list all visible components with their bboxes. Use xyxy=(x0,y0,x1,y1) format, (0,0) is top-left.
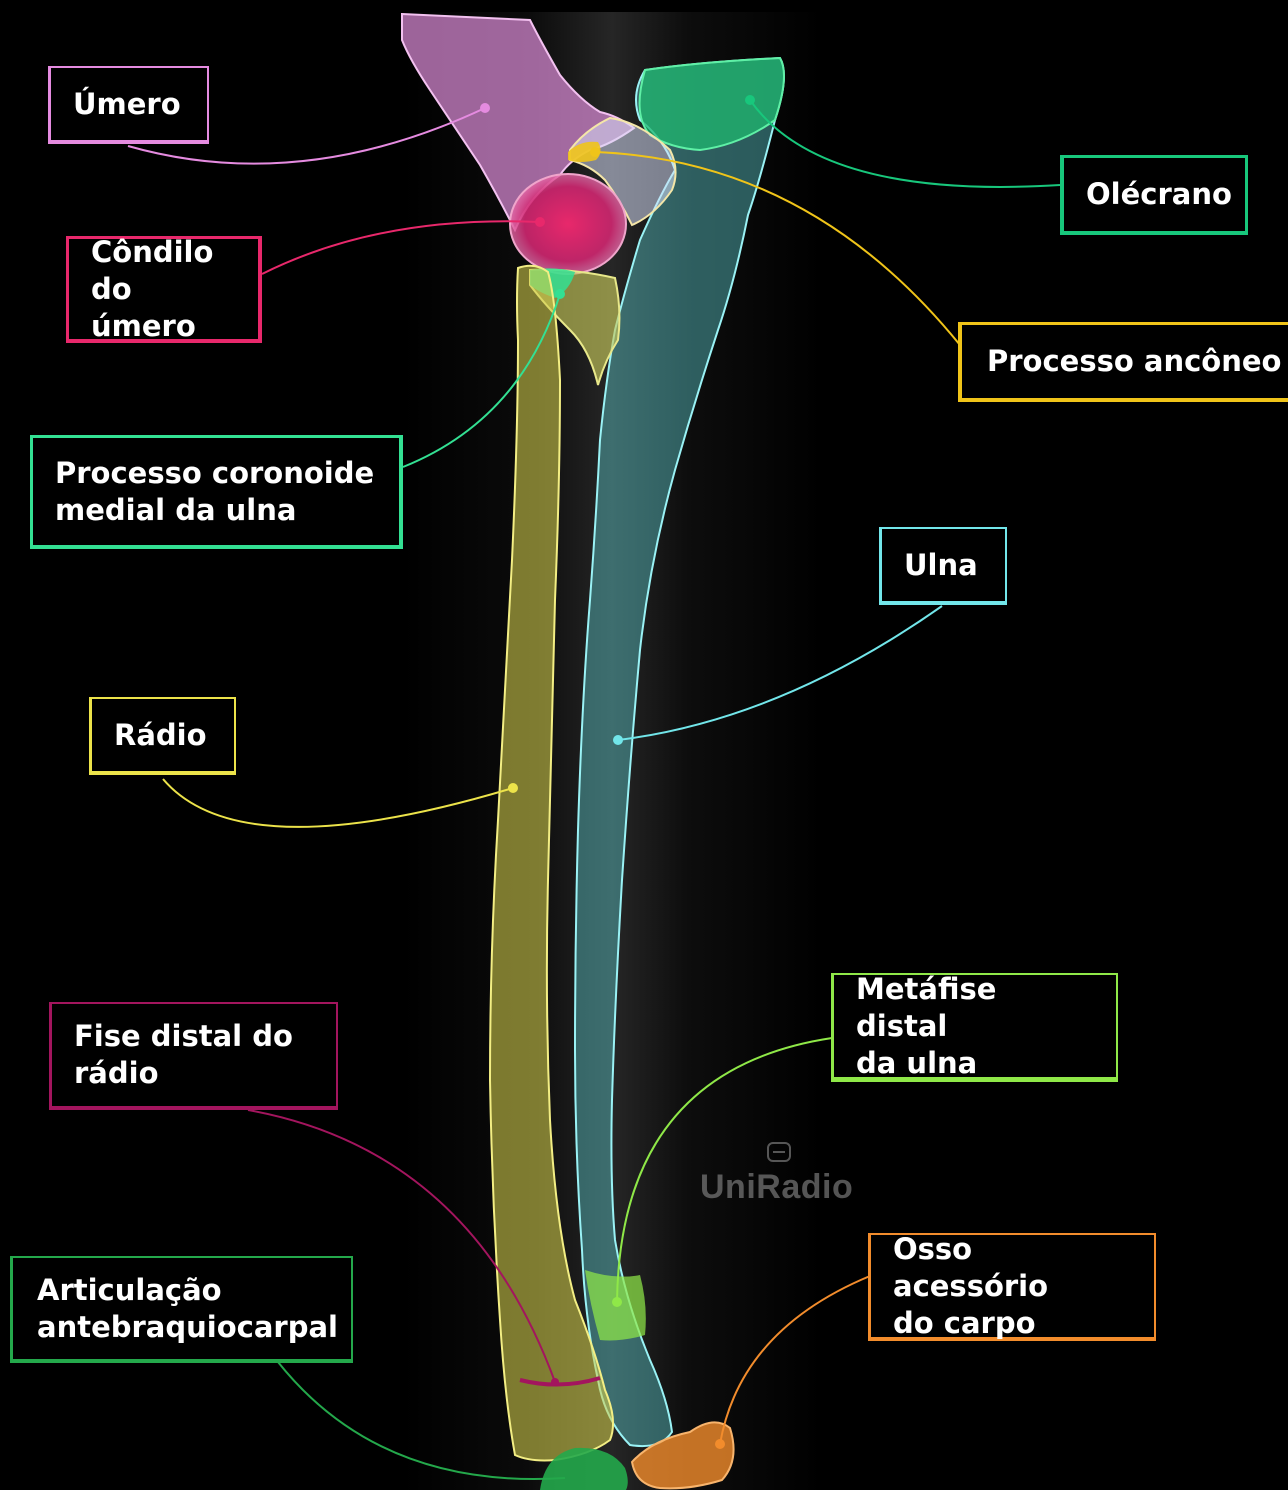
label-articulacao-text: Articulação antebraquiocarpal xyxy=(37,1272,338,1346)
label-ulna-text: Ulna xyxy=(904,547,978,584)
label-radio: Rádio xyxy=(89,697,236,775)
label-olecrano-text: Olécrano xyxy=(1086,176,1232,213)
label-umero-text: Úmero xyxy=(73,86,181,123)
label-condilo-text: Côndilo do úmero xyxy=(91,234,236,345)
uniradio-watermark: UniRadio xyxy=(700,1168,853,1207)
label-osso-acessorio: Osso acessório do carpo xyxy=(868,1233,1156,1341)
label-articulacao: Articulação antebraquiocarpal xyxy=(10,1256,353,1363)
dot-acessorio xyxy=(715,1439,725,1449)
dot-condilo xyxy=(535,217,545,227)
label-anconeo-text: Processo ancôneo xyxy=(987,343,1281,380)
dot-metafise xyxy=(612,1297,622,1307)
label-metafise-text: Metáfise distal da ulna xyxy=(856,971,1094,1082)
humeral-condyle-bone xyxy=(510,174,626,274)
label-acessorio-text: Osso acessório do carpo xyxy=(893,1231,1132,1342)
label-radio-text: Rádio xyxy=(114,717,207,754)
label-coronoide-text: Processo coronoide medial da ulna xyxy=(55,455,374,529)
dot-radio xyxy=(508,783,518,793)
dot-coronoide xyxy=(555,289,565,299)
dot-anconeo xyxy=(590,147,600,157)
label-fise-text: Fise distal do rádio xyxy=(74,1018,293,1092)
label-fise-distal: Fise distal do rádio xyxy=(49,1002,338,1110)
dot-fise xyxy=(551,1378,559,1386)
label-ulna: Ulna xyxy=(879,527,1007,605)
label-processo-anconeo: Processo ancôneo xyxy=(958,322,1288,402)
label-olecrano: Olécrano xyxy=(1060,155,1248,235)
label-metafise-distal: Metáfise distal da ulna xyxy=(831,973,1118,1082)
dot-umero xyxy=(480,103,490,113)
label-umero: Úmero xyxy=(48,66,209,144)
dot-ulna xyxy=(613,735,623,745)
label-condilo-do-umero: Côndilo do úmero xyxy=(66,236,262,343)
dot-olecrano xyxy=(745,95,755,105)
label-processo-coronoide: Processo coronoide medial da ulna xyxy=(30,435,403,549)
